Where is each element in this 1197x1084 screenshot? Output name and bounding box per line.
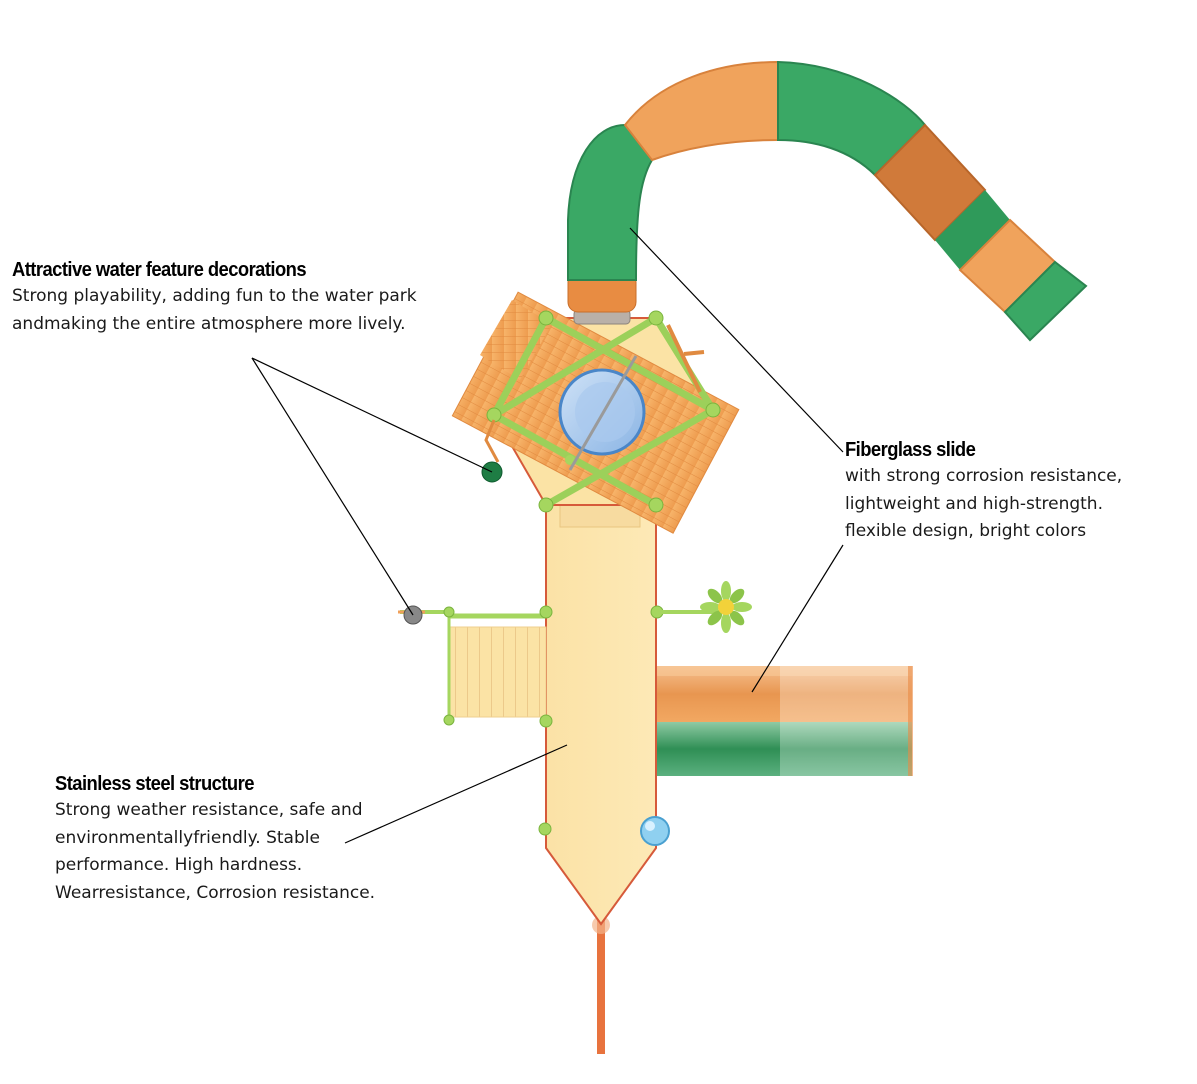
frame-node bbox=[565, 455, 575, 465]
callout-stainless-steel: Stainless steel structure Strong weather… bbox=[55, 771, 375, 907]
frame-node bbox=[538, 497, 554, 513]
callout-text: Strong weather resistance, safe and bbox=[55, 800, 363, 820]
curved-slide-green-end bbox=[1003, 260, 1088, 342]
callout-text: with strong corrosion resistance, bbox=[845, 466, 1123, 486]
callout-text: lightweight and high-strength. bbox=[845, 493, 1103, 514]
wood-roof-left bbox=[480, 300, 552, 380]
leader-lines bbox=[251, 227, 844, 844]
main-deck bbox=[545, 504, 657, 926]
frame-node bbox=[538, 310, 554, 326]
frame-node bbox=[648, 310, 664, 326]
callout-text: Wearresistance, Corrosion resistance. bbox=[55, 882, 376, 903]
post-node bbox=[538, 822, 552, 836]
blue-spray-ball bbox=[640, 816, 670, 846]
callout-title: Stainless steel structure bbox=[55, 773, 254, 795]
frame-node bbox=[486, 407, 502, 423]
post-node bbox=[443, 606, 455, 618]
frame-node bbox=[705, 402, 721, 418]
post-node bbox=[539, 714, 553, 728]
frame-node bbox=[648, 497, 664, 513]
curved-slide-green-left bbox=[567, 123, 654, 281]
callout-title: Fiberglass slide bbox=[845, 439, 976, 461]
callout-text: Strong playability, adding fun to the wa… bbox=[12, 286, 417, 306]
blue-ball-highlight bbox=[645, 821, 655, 831]
callout-fiberglass-slide: Fiberglass slide with strong corrosion r… bbox=[845, 437, 1122, 546]
curved-slide-orange-top bbox=[623, 60, 779, 162]
bottom-pole bbox=[597, 920, 605, 1054]
callout-water-features: Attractive water feature decorations Str… bbox=[12, 257, 417, 338]
straight-slide bbox=[656, 666, 913, 776]
callout-text: flexible design, bright colors bbox=[845, 521, 1087, 541]
hook-decoration bbox=[484, 419, 500, 463]
callout-text: environmentallyfriendly. Stable bbox=[55, 827, 320, 848]
flower-sprinkler-icon bbox=[700, 581, 752, 633]
stair-platform bbox=[448, 626, 547, 718]
callout-text: andmaking the entire atmosphere more liv… bbox=[12, 313, 406, 334]
bucket-axle bbox=[568, 355, 638, 471]
callout-title: Attractive water feature decorations bbox=[12, 259, 307, 281]
post-node bbox=[443, 714, 455, 726]
post-node bbox=[539, 605, 553, 619]
side-handle bbox=[666, 324, 705, 393]
callout-text: performance. High hardness. bbox=[55, 855, 303, 875]
curved-slide-green-mid bbox=[935, 190, 1010, 270]
